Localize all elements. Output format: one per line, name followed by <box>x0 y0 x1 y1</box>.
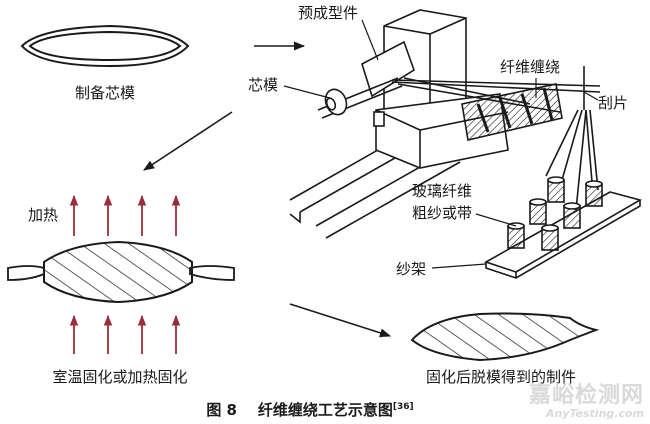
label-mandrel: 芯模 <box>248 76 279 94</box>
arrow-down-left-icon <box>143 111 233 171</box>
label-winding: 纤维缠绕 <box>500 58 561 76</box>
label-scraper: 刮片 <box>598 94 629 112</box>
label-preform: 预成型件 <box>298 4 359 22</box>
heat-arrows-bottom <box>69 314 181 354</box>
label-glass-fiber-1: 玻璃纤维 <box>412 182 473 200</box>
winding-machine <box>283 9 643 279</box>
final-part <box>410 312 600 362</box>
label-creel: 纱架 <box>396 260 427 278</box>
watermark-en: AnyTesting.com <box>545 407 644 420</box>
wound-part <box>7 240 235 304</box>
heat-arrows-top <box>69 194 181 236</box>
arrow-down-right-icon <box>289 303 392 338</box>
watermark: 嘉峪检测网 AnyTesting.com <box>529 384 644 420</box>
label-final-part: 固化后脱模得到的制件 <box>425 368 576 386</box>
caption-ref: [36] <box>392 402 414 412</box>
caption-figure-no: 图 8 <box>206 401 237 419</box>
label-cure: 室温固化或加热固化 <box>52 368 188 386</box>
mandrel-shape <box>20 24 190 68</box>
label-prepare-mandrel: 制备芯模 <box>74 84 135 102</box>
watermark-cn: 嘉峪检测网 <box>528 383 644 408</box>
label-glass-fiber-2: 粗纱或带 <box>412 204 473 222</box>
caption-title: 纤维缠绕工艺示意图 <box>257 401 393 419</box>
label-heating: 加热 <box>28 206 59 224</box>
figure-caption: 图 8 纤维缠绕工艺示意图[36] <box>0 399 620 420</box>
